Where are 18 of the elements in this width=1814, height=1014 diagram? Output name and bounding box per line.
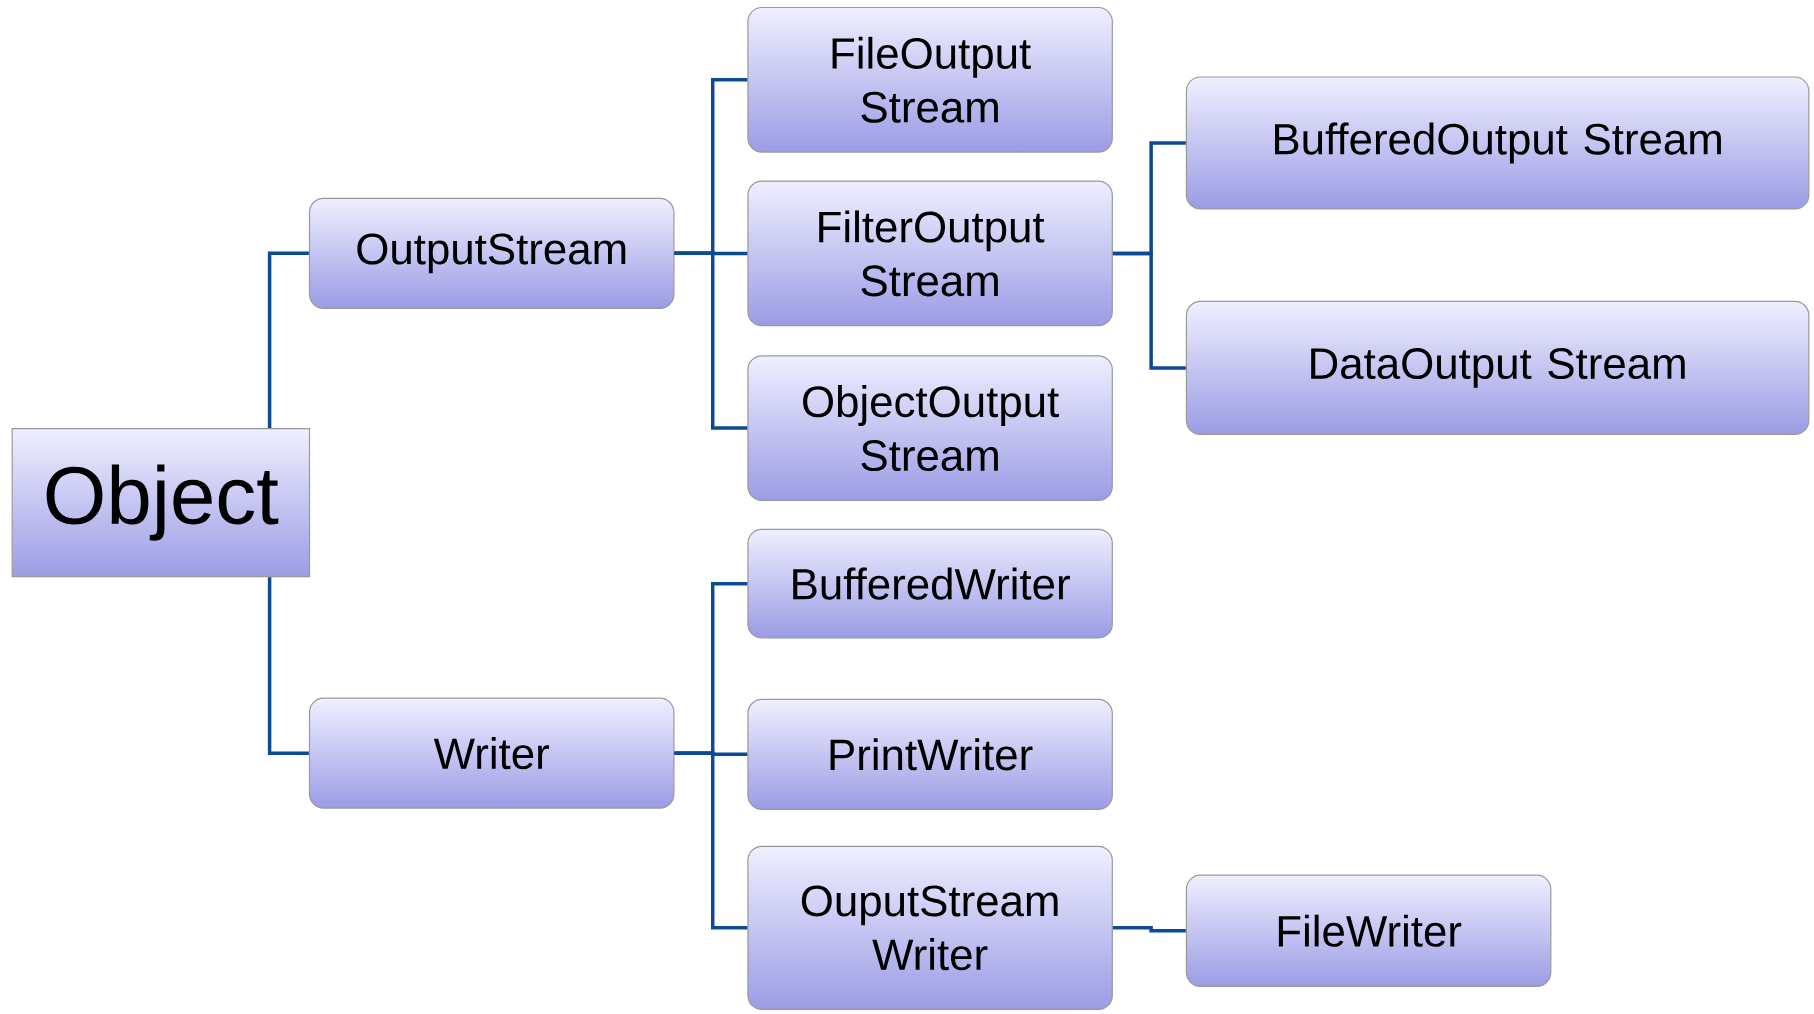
class-box: DataOutput Stream — [1185, 300, 1810, 435]
connector-line — [267, 577, 309, 755]
class-box: FileWriter — [1185, 874, 1552, 987]
root-box: Object — [11, 428, 311, 578]
class-box: Writer — [308, 697, 675, 809]
class-box: OuputStream Writer — [747, 845, 1113, 1010]
connector-line — [674, 751, 748, 930]
class-box: BufferedOutput Stream — [1185, 76, 1810, 210]
class-box: FileOutput Stream — [747, 6, 1113, 153]
class-box: FilterOutput Stream — [747, 180, 1113, 327]
connector-line — [1112, 251, 1186, 370]
class-box: OutputStream — [308, 197, 675, 309]
connector-line — [1112, 926, 1186, 933]
class-box: PrintWriter — [747, 698, 1113, 810]
connector-line — [674, 251, 748, 430]
class-box: BufferedWriter — [747, 528, 1113, 639]
class-box: ObjectOutput Stream — [747, 355, 1113, 501]
connector-line — [267, 251, 309, 428]
